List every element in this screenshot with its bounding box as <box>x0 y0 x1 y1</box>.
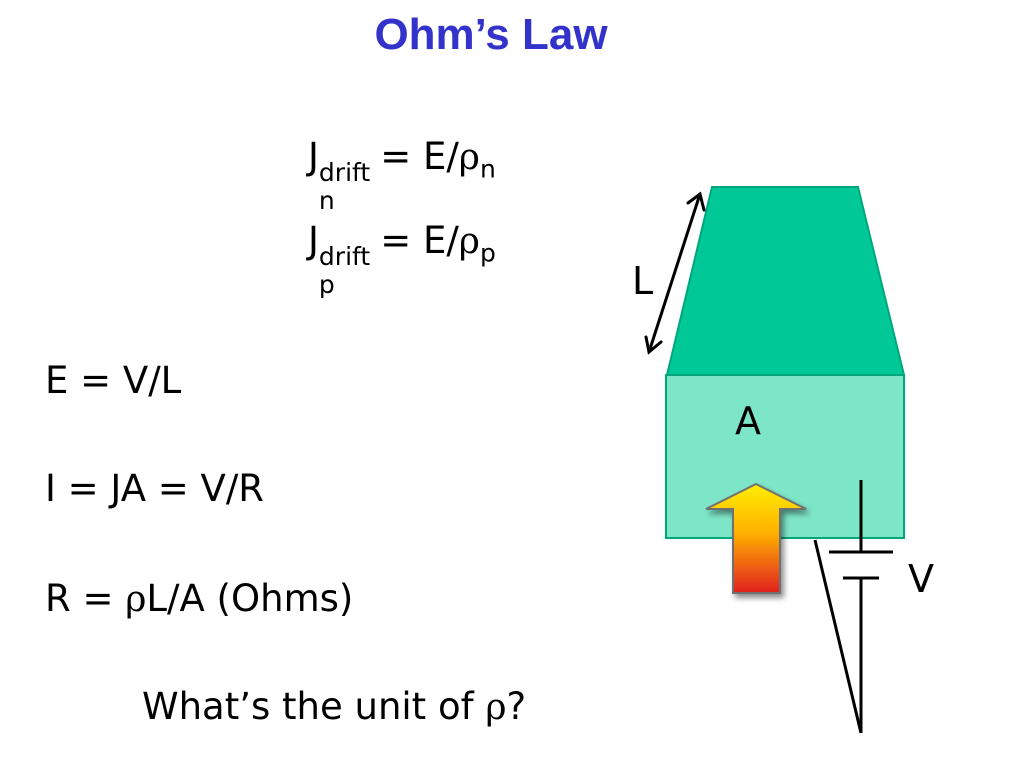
rho-symbol: ρ <box>458 221 480 262</box>
voltage-label: V <box>908 557 934 601</box>
jn-rhs: = E/ <box>380 135 459 178</box>
resistor-front-face <box>665 374 905 539</box>
jp-rhs: = E/ <box>380 219 459 262</box>
resistor-top-face <box>665 186 906 376</box>
jn-superscript: drift <box>318 158 371 187</box>
current-equation: I = JA = V/R <box>45 467 265 510</box>
question-suffix: ? <box>506 685 527 728</box>
unit-question: What’s the unit of ρ? <box>142 688 526 726</box>
rho-symbol: ρ <box>458 137 480 178</box>
area-label: A <box>735 399 761 443</box>
question-prefix: What’s the unit of <box>142 685 486 728</box>
rho-symbol: ρ <box>485 687 507 728</box>
resistance-equation: R = ρL/A (Ohms) <box>45 580 353 618</box>
rho-symbol: ρ <box>125 579 147 620</box>
page-title: Ohm’s Law <box>374 10 608 59</box>
current-arrow-icon <box>705 482 807 594</box>
jp-base: J <box>308 219 319 262</box>
voltage-source-icon <box>813 480 893 734</box>
jp-subscript: p <box>318 270 335 299</box>
length-arrow <box>644 191 706 355</box>
jp-superscript: drift <box>318 242 371 271</box>
rho-n-subscript: n <box>479 154 496 184</box>
rho-p-subscript: p <box>479 238 496 268</box>
resistance-suffix: L/A (Ohms) <box>146 577 354 620</box>
length-label: L <box>632 259 654 303</box>
resistance-prefix: R = <box>45 577 126 620</box>
jn-base: J <box>308 135 319 178</box>
jn-subscript: n <box>318 186 335 215</box>
e-field-equation: E = V/L <box>45 359 182 402</box>
